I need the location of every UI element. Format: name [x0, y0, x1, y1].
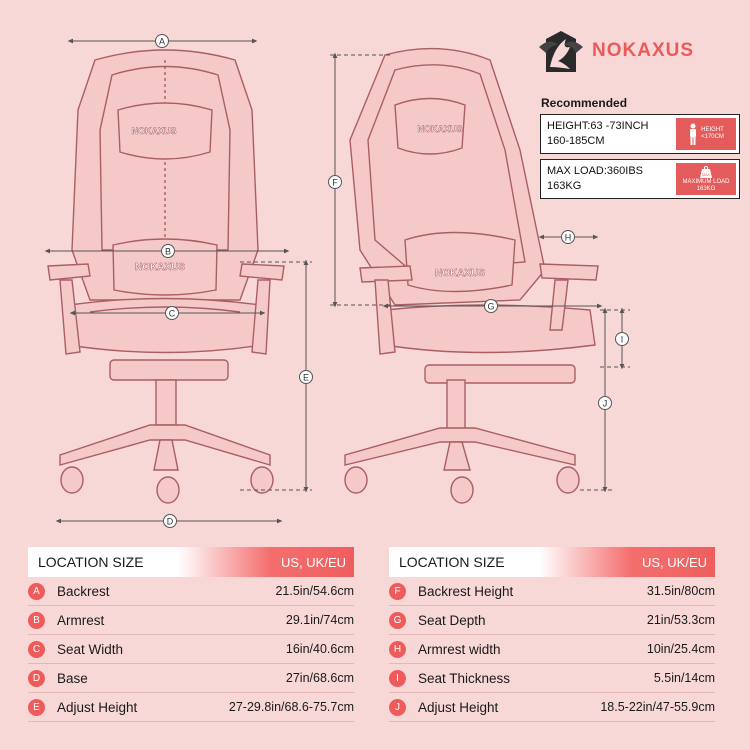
table-row: A Backrest 21.5in/54.6cm	[28, 577, 354, 606]
front-chair-logo-lumbar: NOKAXUS	[135, 262, 185, 273]
row-name: Seat Thickness	[418, 670, 511, 686]
recommended-height-text: HEIGHT:63 -73INCH 160-185CM	[541, 119, 676, 149]
chair-dimension-diagram: NOKAXUS NOKAXUS	[44, 34, 630, 528]
row-letter-badge: F	[389, 582, 406, 600]
dragon-logo-icon	[539, 31, 583, 72]
table-header: LOCATION SIZE US, UK/EU	[389, 547, 715, 577]
dim-tag-g: G	[484, 299, 498, 313]
brand-logo: NOKAXUS	[536, 24, 736, 80]
row-name: Armrest	[57, 612, 105, 628]
table-header-location: LOCATION SIZE	[38, 554, 144, 570]
svg-text:E: E	[303, 373, 309, 383]
dimension-tags: A B C D E F G H I J	[155, 34, 629, 528]
table-row: H Armrest width 10in/25.4cm	[389, 635, 715, 664]
weight-icon: MAX	[700, 165, 712, 178]
table-row: E Adjust Height 27-29.8in/68.6-75.7cm	[28, 693, 354, 722]
dim-tag-h: H	[561, 230, 575, 244]
height-line-2: 160-185CM	[547, 135, 605, 147]
row-value: 21in/53.3cm	[646, 613, 715, 627]
dim-tag-a: A	[155, 34, 169, 48]
row-letter-badge: G	[389, 611, 406, 629]
row-letter-badge: I	[389, 669, 406, 687]
svg-text:C: C	[169, 309, 176, 319]
row-value: 29.1in/74cm	[285, 613, 354, 627]
height-line-1: HEIGHT:63 -73INCH	[547, 120, 649, 132]
row-name: Adjust Height	[418, 699, 499, 715]
brand-name: NOKAXUS	[592, 40, 695, 61]
load-badge: MAX MAXIMUM LOAD 163KG	[676, 163, 736, 195]
dim-tag-f: F	[328, 175, 342, 189]
row-value: 16in/40.6cm	[285, 642, 354, 656]
row-value: 31.5in/80cm	[646, 584, 715, 598]
front-chair-logo-top: NOKAXUS	[131, 126, 176, 136]
table-header-location: LOCATION SIZE	[399, 554, 505, 570]
row-value: 27-29.8in/68.6-75.7cm	[228, 700, 354, 714]
table-row: F Backrest Height 31.5in/80cm	[389, 577, 715, 606]
row-letter-badge: J	[389, 698, 406, 716]
row-value: 10in/25.4cm	[646, 642, 715, 656]
size-table-right: LOCATION SIZE US, UK/EU F Backrest Height…	[389, 547, 715, 722]
svg-text:MAX: MAX	[702, 173, 710, 177]
table-header: LOCATION SIZE US, UK/EU	[28, 547, 354, 577]
row-name: Seat Width	[57, 641, 124, 657]
table-row: B Armrest 29.1in/74cm	[28, 606, 354, 635]
row-name: Seat Depth	[418, 612, 486, 628]
row-name: Base	[57, 670, 88, 686]
row-letter-badge: C	[28, 640, 45, 658]
svg-text:D: D	[167, 517, 174, 527]
row-value: 27in/68.6cm	[285, 671, 354, 685]
row-name: Adjust Height	[57, 699, 138, 715]
recommended-height-box: HEIGHT:63 -73INCH 160-185CM HEIGHT <170C…	[540, 114, 740, 154]
row-name: Backrest Height	[418, 583, 514, 599]
load-line-2: 163KG	[547, 180, 582, 192]
row-name: Backrest	[57, 583, 110, 599]
svg-text:G: G	[487, 302, 494, 312]
dim-tag-b: B	[161, 244, 175, 258]
table-row: D Base 27in/68.6cm	[28, 664, 354, 693]
svg-text:J: J	[603, 399, 608, 409]
dim-tag-c: C	[165, 306, 179, 320]
row-value: 18.5-22in/47-55.9cm	[600, 700, 715, 714]
row-name: Armrest width	[418, 641, 501, 657]
svg-text:H: H	[565, 233, 572, 243]
table-row: C Seat Width 16in/40.6cm	[28, 635, 354, 664]
side-chair-logo-top: NOKAXUS	[417, 124, 462, 134]
load-badge-note: MAXIMUM LOAD 163KG	[682, 178, 730, 192]
person-icon	[690, 123, 697, 145]
load-line-1: MAX LOAD:360IBS	[547, 165, 643, 177]
svg-text:B: B	[165, 247, 171, 257]
dim-tag-i: I	[615, 332, 629, 346]
row-letter-badge: E	[28, 698, 45, 716]
side-chair-logo-lumbar: NOKAXUS	[435, 268, 485, 279]
recommended-title: Recommended	[541, 96, 628, 110]
size-table-left: LOCATION SIZE US, UK/EU A Backrest 21.5in/…	[28, 547, 354, 722]
row-letter-badge: B	[28, 611, 45, 629]
row-value: 5.5in/14cm	[653, 671, 715, 685]
table-header-unit: US, UK/EU	[280, 554, 346, 570]
dim-tag-j: J	[598, 396, 612, 410]
row-letter-badge: A	[28, 582, 45, 600]
table-row: G Seat Depth 21in/53.3cm	[389, 606, 715, 635]
height-badge-note: HEIGHT <170CM	[701, 127, 724, 140]
row-letter-badge: D	[28, 669, 45, 687]
recommended-load-text: MAX LOAD:360IBS 163KG	[541, 164, 676, 194]
recommended-load-box: MAX LOAD:360IBS 163KG MAX MAXIMUM LOAD 1…	[540, 159, 740, 199]
svg-text:A: A	[159, 37, 165, 47]
svg-text:I: I	[621, 335, 624, 345]
row-value: 21.5in/54.6cm	[275, 584, 354, 598]
side-view-chair	[344, 47, 599, 504]
table-header-unit: US, UK/EU	[641, 554, 707, 570]
svg-text:F: F	[332, 178, 338, 188]
dim-tag-d: D	[163, 514, 177, 528]
dim-tag-e: E	[299, 370, 313, 384]
row-letter-badge: H	[389, 640, 406, 658]
front-view-chair	[47, 49, 285, 504]
height-badge: HEIGHT <170CM	[676, 118, 736, 150]
table-row: J Adjust Height 18.5-22in/47-55.9cm	[389, 693, 715, 722]
table-row: I Seat Thickness 5.5in/14cm	[389, 664, 715, 693]
